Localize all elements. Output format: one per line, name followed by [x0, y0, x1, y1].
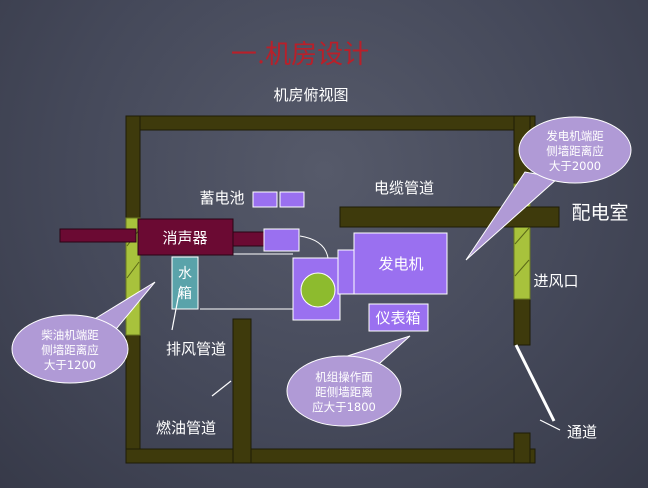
generator-label: 发电机	[378, 255, 423, 273]
fuel-pipe	[232, 318, 252, 464]
left-wall-upper	[125, 115, 141, 219]
air-inlet-label: 进风口	[533, 272, 578, 290]
water-tank-label-1: 水	[178, 266, 192, 282]
callout-operation-line1: 机组操作面	[315, 370, 373, 384]
right-wall-lower	[513, 432, 531, 464]
left-wall-lower	[125, 334, 141, 464]
muffler	[137, 218, 234, 256]
cable-duct-label: 电缆管道	[374, 179, 434, 197]
callout-generator-line3: 大于2000	[549, 159, 601, 173]
callout-operation-face: 机组操作面 距侧墙距离 应大于1800	[286, 335, 411, 427]
callout-operation-line3: 应大于1800	[312, 400, 376, 414]
coupling	[337, 249, 355, 295]
page-title: 一.机房设计	[231, 40, 369, 70]
distribution-room-label: 配电室	[571, 202, 628, 224]
water-tank	[171, 256, 199, 310]
cable-duct	[339, 206, 560, 228]
passage-door	[514, 344, 556, 422]
engine-head	[263, 228, 300, 252]
callout-diesel-line1: 柴油机端距	[41, 328, 99, 342]
instrument-box-label: 仪表箱	[375, 309, 420, 327]
callout-generator-line1: 发电机端距	[546, 129, 604, 143]
fuel-pipe-label: 燃油管道	[156, 419, 216, 437]
right-wall-middle	[513, 298, 531, 346]
callout-operation-line2: 距侧墙距离	[315, 385, 373, 399]
exhaust-pipe-label: 排风管道	[166, 340, 226, 358]
callout-diesel-line3: 大于1200	[44, 358, 96, 372]
battery-cell-2	[279, 191, 305, 208]
battery-cell-1	[252, 191, 278, 208]
callout-diesel-line2: 侧墙距离应	[41, 343, 99, 357]
top-wall	[125, 115, 536, 131]
callout-diesel-end: 柴油机端距 侧墙距离应 大于1200	[11, 281, 156, 384]
water-tank-label-2: 箱	[178, 286, 192, 302]
flywheel-circle	[300, 272, 336, 308]
exhaust-pipe-outlet	[59, 228, 137, 243]
exhaust-connector	[232, 231, 266, 247]
battery-label: 蓄电池	[199, 189, 244, 207]
passage-label: 通道	[567, 423, 597, 441]
muffler-label: 消声器	[162, 229, 207, 247]
bottom-wall	[125, 448, 536, 464]
callout-generator-line2: 侧墙距离应	[546, 144, 604, 158]
generator	[353, 232, 448, 295]
pointer-lines	[171, 287, 561, 431]
instrument-box	[368, 303, 429, 332]
callout-generator-end: 发电机端距 侧墙距离应 大于2000	[465, 116, 632, 261]
diagram-subtitle: 机房俯视图	[273, 86, 348, 104]
room-walls	[125, 115, 536, 464]
